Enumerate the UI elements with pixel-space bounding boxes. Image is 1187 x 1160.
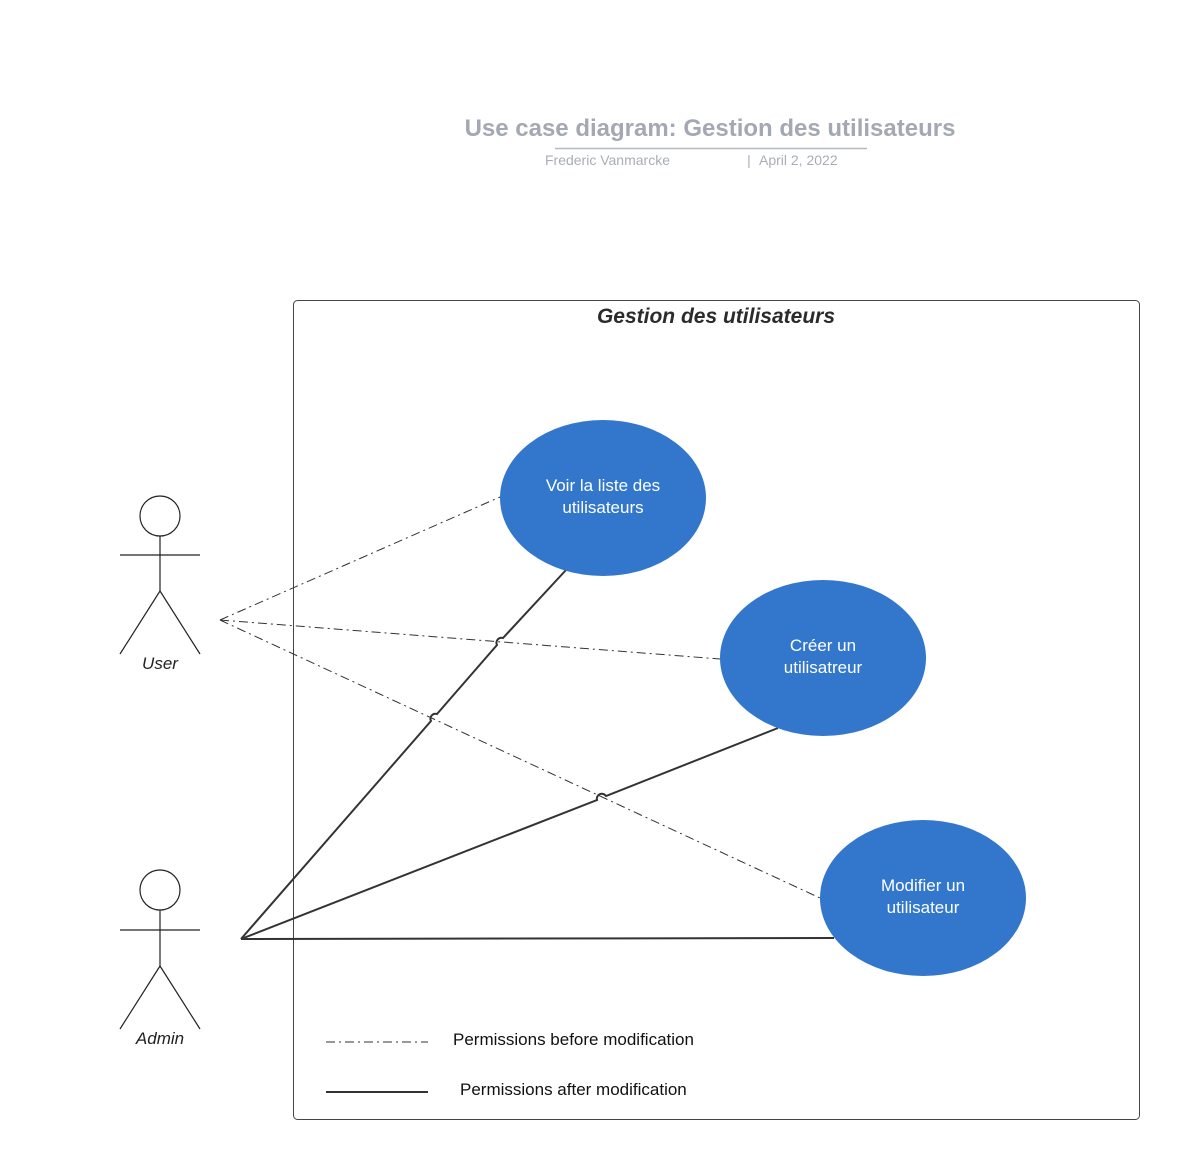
use-case-modifier-label-line2: utilisateur xyxy=(887,898,960,917)
meta-separator: | xyxy=(747,152,751,168)
legend: Permissions before modification Permissi… xyxy=(326,1030,694,1099)
actor-user-head xyxy=(139,495,181,537)
diagram-date: April 2, 2022 xyxy=(759,152,838,168)
diagram-title: Use case diagram: Gestion des utilisateu… xyxy=(465,115,956,142)
user-modifier-association[interactable] xyxy=(219,619,821,899)
use-case-voir-liste[interactable]: Voir la liste des utilisateurs xyxy=(500,420,706,576)
use-case-creer[interactable]: Créer un utilisatreur xyxy=(720,580,926,736)
actor-user-label: User xyxy=(142,654,179,673)
legend-after-label: Permissions after modification xyxy=(460,1080,687,1099)
after-associations xyxy=(240,569,835,940)
use-case-creer-ellipse[interactable] xyxy=(720,580,926,736)
legend-before-label: Permissions before modification xyxy=(453,1030,694,1049)
actor-user[interactable]: User xyxy=(119,495,201,673)
use-case-voir-liste-label-line2: utilisateurs xyxy=(562,498,643,517)
diagram-author: Frederic Vanmarcke xyxy=(545,152,670,168)
admin-modifier-association[interactable] xyxy=(240,937,835,940)
admin-creer-association[interactable] xyxy=(240,727,779,940)
actor-admin[interactable]: Admin xyxy=(119,869,201,1048)
use-case-creer-label-line2: utilisatreur xyxy=(784,658,863,677)
use-case-voir-liste-label-line1: Voir la liste des xyxy=(546,476,660,495)
actor-user-right-leg xyxy=(159,590,201,655)
user-voir-liste-association[interactable] xyxy=(219,496,501,621)
actor-admin-right-leg xyxy=(159,965,201,1030)
actor-user-left-leg xyxy=(119,590,161,655)
use-case-modifier-ellipse[interactable] xyxy=(820,820,1026,976)
admin-voir-liste-association[interactable] xyxy=(240,569,567,940)
system-boundary-title: Gestion des utilisateurs xyxy=(597,305,835,328)
use-case-modifier-label-line1: Modifier un xyxy=(881,876,965,895)
actor-admin-left-leg xyxy=(119,965,161,1030)
actor-admin-head xyxy=(139,869,181,911)
use-case-modifier[interactable]: Modifier un utilisateur xyxy=(820,820,1026,976)
user-creer-association[interactable] xyxy=(219,619,721,660)
system-boundary[interactable] xyxy=(293,300,1140,1120)
before-associations xyxy=(219,496,821,899)
use-case-voir-liste-ellipse[interactable] xyxy=(500,420,706,576)
use-case-creer-label-line1: Créer un xyxy=(790,636,856,655)
actor-admin-label: Admin xyxy=(135,1029,184,1048)
